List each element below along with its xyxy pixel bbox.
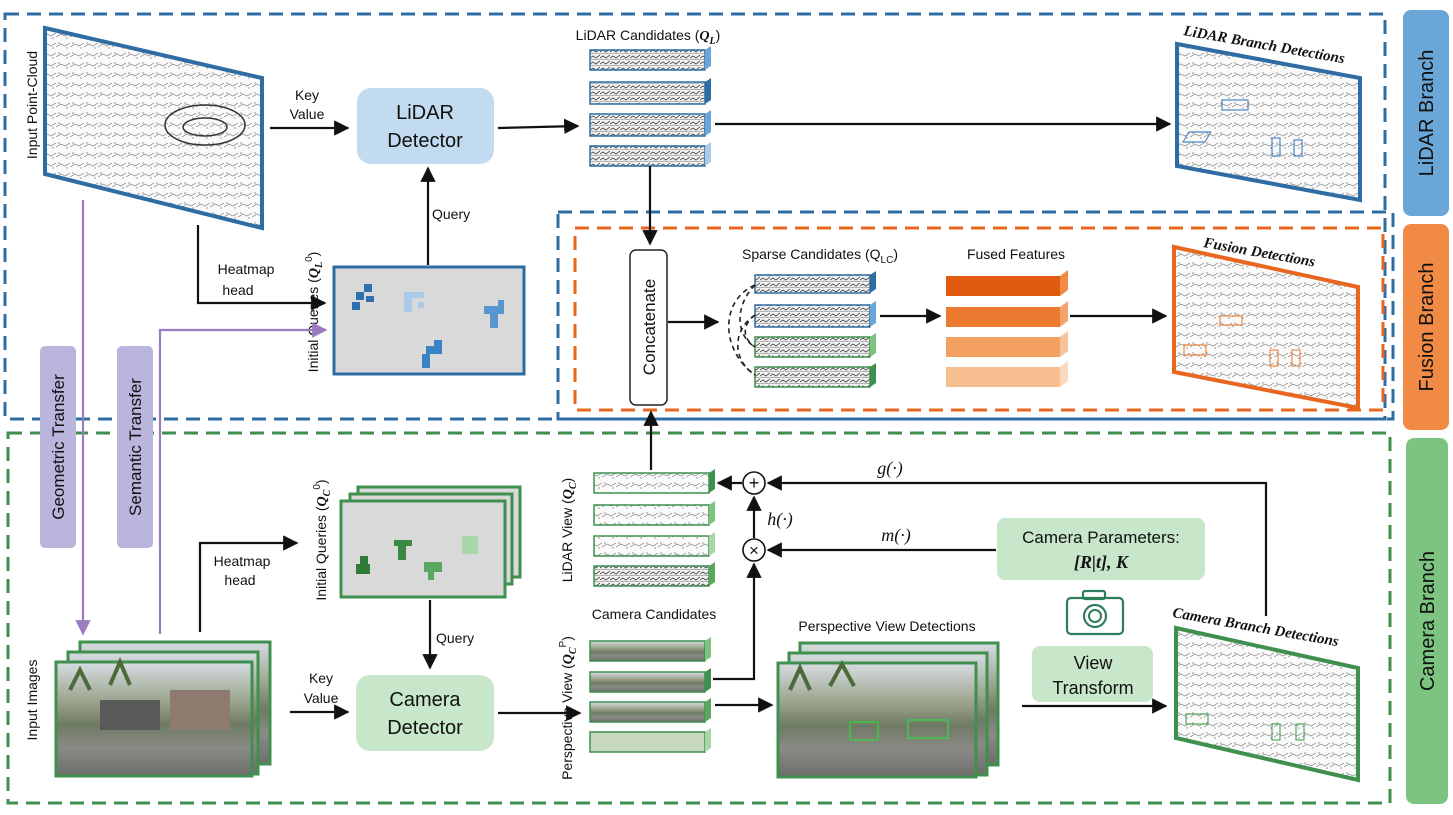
- camera-branch-tab: Camera Branch: [1406, 438, 1448, 804]
- lidar-view-label: LiDAR View (QC): [559, 478, 579, 582]
- camera-initial-queries-stack: [339, 485, 522, 599]
- perspective-view-stack: [589, 637, 711, 753]
- perspective-view-detections-stack: [776, 641, 1000, 779]
- camera-value-label: Value: [304, 690, 339, 706]
- svg-text:Semantic Transfer: Semantic Transfer: [126, 378, 145, 516]
- fusion-branch-tab: Fusion Branch: [1403, 224, 1449, 430]
- fused-features-stack: [946, 270, 1068, 387]
- camera-detector: Camera Detector: [356, 675, 494, 751]
- svg-text:Camera: Camera: [389, 689, 461, 711]
- camera-query-label: Query: [436, 630, 474, 646]
- concatenate-block: Concatenate: [629, 249, 668, 406]
- m-function-label: m(·): [881, 525, 911, 546]
- sparse-candidates-label: Sparse Candidates (QLC): [742, 246, 898, 266]
- lidar-heatmap-head-label: head: [222, 282, 253, 298]
- camera-parameters-box: Camera Parameters: [R|t], K: [997, 518, 1205, 580]
- lidar-branch-tab: LiDAR Branch: [1403, 10, 1449, 216]
- input-images-stack: [54, 640, 272, 778]
- svg-text:Detector: Detector: [387, 130, 463, 152]
- svg-text:LiDAR Branch: LiDAR Branch: [1416, 50, 1438, 177]
- camera-icon: [1065, 589, 1125, 636]
- lidar-detector: LiDAR Detector: [357, 88, 494, 164]
- svg-text:Concatenate: Concatenate: [640, 279, 659, 375]
- lidar-candidates-stack: [589, 46, 711, 167]
- svg-text:View: View: [1074, 653, 1114, 673]
- camera-key-label: Key: [309, 670, 333, 686]
- svg-text:Detector: Detector: [387, 717, 463, 739]
- camera-region: [6, 431, 1392, 805]
- g-function-label: g(·): [877, 458, 903, 479]
- svg-text:Perspective View (QCP): Perspective View (QCP): [558, 636, 579, 780]
- input-point-cloud-label: Input Point-Cloud: [24, 51, 40, 159]
- lidar-value-label: Value: [290, 106, 325, 122]
- sparse-candidates-stack: [727, 271, 876, 388]
- lidar-initial-queries-label: Initial Queries (QL0): [304, 252, 325, 373]
- svg-text:LiDAR View (QC): LiDAR View (QC): [559, 478, 579, 582]
- fusion-region: [573, 226, 1385, 412]
- svg-text:LiDAR: LiDAR: [396, 102, 454, 124]
- svg-text:Camera Parameters:: Camera Parameters:: [1022, 528, 1180, 547]
- svg-text:Fusion Branch: Fusion Branch: [1416, 263, 1438, 392]
- camera-candidates-label: Camera Candidates: [592, 606, 717, 622]
- semantic-transfer-label: Semantic Transfer: [117, 346, 153, 548]
- lidar-candidates-label: LiDAR Candidates (QL): [576, 27, 721, 47]
- input-images-label: Input Images: [24, 660, 40, 741]
- fusion-region-outer: [556, 210, 1395, 421]
- lidar-key-label: Key: [295, 87, 319, 103]
- h-function-label: h(·): [767, 509, 793, 530]
- view-transform-box: View Transform: [1032, 646, 1153, 702]
- times-operator: ×: [742, 538, 766, 562]
- lidar-query-label: Query: [432, 206, 470, 222]
- svg-text:×: ×: [749, 541, 759, 560]
- camera-initial-queries-label: Initial Queries (QC0): [312, 479, 333, 600]
- perspective-view-label: Perspective View (QCP): [558, 636, 579, 780]
- svg-text:Transform: Transform: [1052, 678, 1133, 698]
- svg-text:+: +: [749, 473, 760, 493]
- svg-text:[R|t], K: [R|t], K: [1074, 552, 1130, 572]
- fusion-detections: [1172, 244, 1360, 411]
- plus-operator: +: [742, 471, 766, 495]
- svg-text:Initial Queries (QC0): Initial Queries (QC0): [312, 479, 333, 600]
- lidar-view-stack: [593, 469, 715, 587]
- geometric-transfer-label: Geometric Transfer: [40, 346, 76, 548]
- lidar-heatmap-label: Heatmap: [218, 261, 275, 277]
- svg-text:Geometric Transfer: Geometric Transfer: [49, 374, 68, 520]
- camera-branch-detections: [1174, 625, 1360, 783]
- camera-heatmap-head-label: head: [224, 572, 255, 588]
- camera-heatmap-label: Heatmap: [214, 553, 271, 569]
- lidar-branch-detections: [1175, 41, 1362, 203]
- input-point-cloud: [43, 25, 264, 231]
- svg-text:Camera Branch: Camera Branch: [1417, 551, 1439, 691]
- perspective-view-detections-label: Perspective View Detections: [798, 618, 975, 634]
- fused-features-label: Fused Features: [967, 246, 1065, 262]
- lidar-initial-queries-map: [332, 265, 526, 376]
- svg-text:Initial Queries (QL0): Initial Queries (QL0): [304, 252, 325, 373]
